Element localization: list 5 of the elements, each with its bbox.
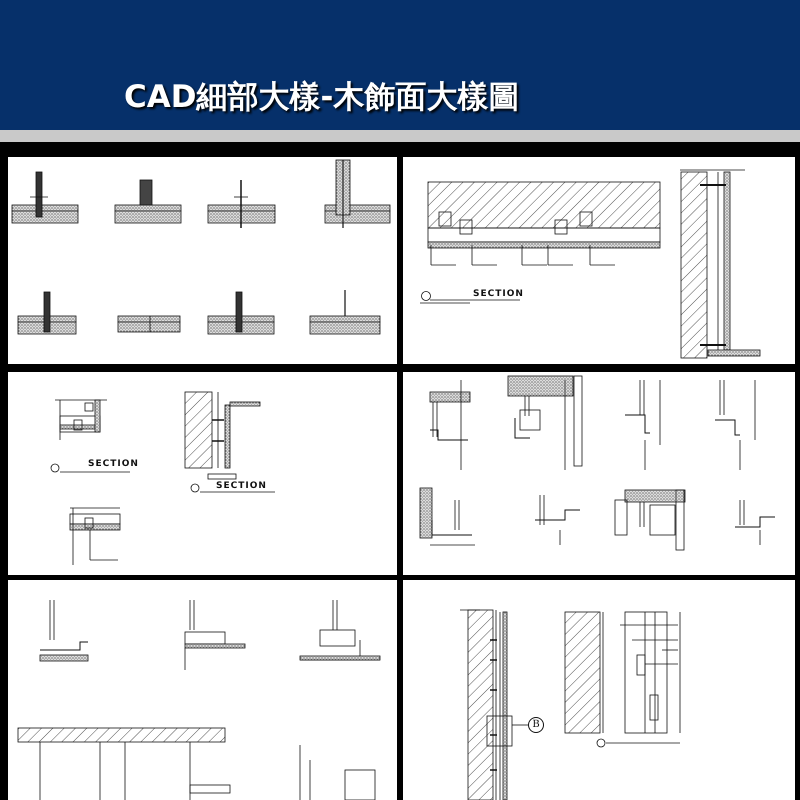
section-label: SECTION (216, 482, 267, 491)
section-label: SECTION (473, 290, 524, 299)
title: CAD細部大樣-木飾面大樣圖 (124, 78, 520, 116)
section-label: SECTION (88, 460, 139, 469)
callout-letter: B (528, 717, 544, 733)
